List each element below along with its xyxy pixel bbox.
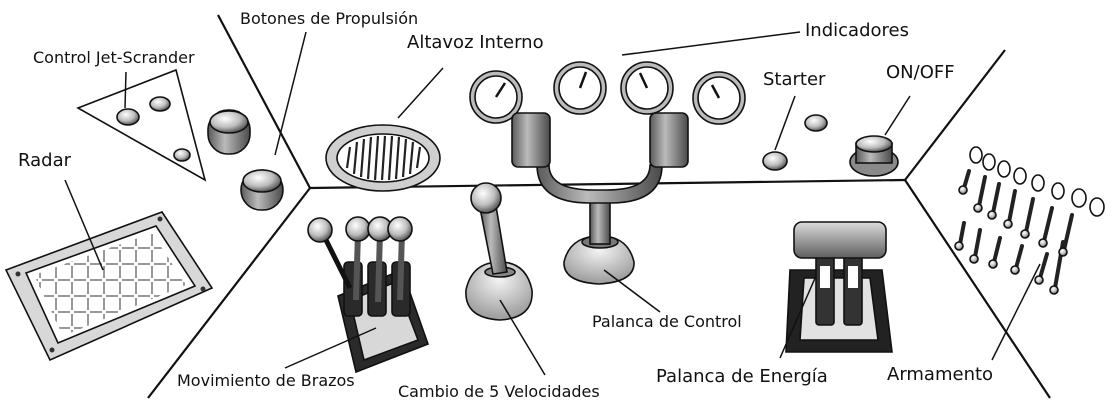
labels: Botones de Propulsión Altavoz Interno In… [18, 9, 993, 401]
radar-screen [4, 211, 214, 362]
gauge-1 [469, 70, 523, 124]
label-on-off: ON/OFF [886, 62, 955, 83]
label-radar: Radar [18, 150, 72, 171]
label-weaponry: Armamento [887, 364, 993, 385]
starter-buttons [762, 114, 828, 171]
label-indicators: Indicadores [805, 20, 909, 41]
label-arm-movement: Movimiento de Brazos [177, 371, 355, 390]
arm-movement-levers [307, 216, 430, 374]
leader-lines [64, 31, 1041, 376]
label-jet-scrander-control: Control Jet-Scrander [33, 48, 195, 67]
label-propulsion-buttons: Botones de Propulsión [240, 9, 418, 28]
weaponry-switches [954, 146, 1105, 295]
jet-scrander-panel [76, 68, 207, 182]
on-off-button [849, 135, 899, 177]
label-energy-lever: Palanca de Energía [656, 366, 828, 387]
gauge-4 [692, 71, 746, 125]
control-lever [511, 112, 689, 285]
label-five-speed-shift: Cambio de 5 Velocidades [398, 382, 600, 401]
gauge-3 [620, 61, 674, 115]
indicator-gauges [469, 61, 746, 125]
label-internal-speaker: Altavoz Interno [407, 32, 544, 53]
energy-lever [785, 221, 893, 353]
label-control-lever: Palanca de Control [592, 312, 742, 331]
label-starter: Starter [763, 69, 826, 90]
propulsion-buttons [207, 109, 284, 211]
gauge-2 [553, 61, 607, 115]
five-speed-shift [465, 182, 533, 321]
internal-speaker [325, 124, 441, 192]
